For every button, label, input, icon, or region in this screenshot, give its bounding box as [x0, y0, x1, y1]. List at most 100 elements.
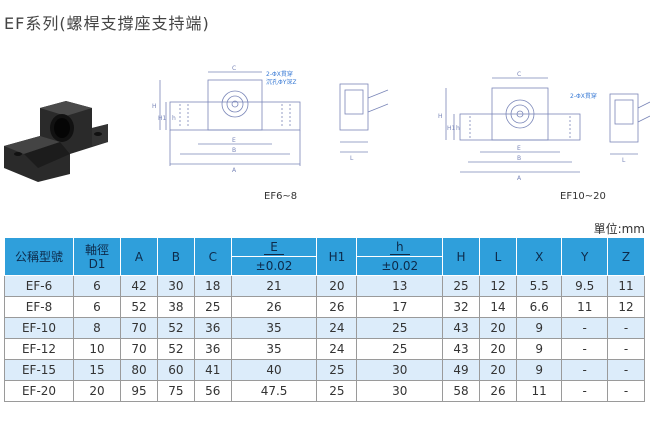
table-cell: - [561, 338, 608, 360]
table-cell: 25 [442, 275, 480, 297]
table-cell: 9.5 [561, 275, 608, 297]
table-cell: - [607, 359, 645, 381]
table-cell: 15 [73, 359, 121, 381]
table-cell: 21 [230, 275, 318, 297]
header-c: C [193, 237, 232, 276]
svg-text:L: L [350, 155, 354, 162]
table-cell: - [607, 317, 645, 339]
header-h1: H1 [316, 237, 358, 276]
table-cell: 38 [156, 296, 195, 318]
table-cell: EF-10 [4, 317, 74, 339]
table-cell: 36 [193, 317, 232, 339]
table-cell: 47.5 [230, 380, 318, 402]
table-cell: - [561, 380, 608, 402]
table-cell: 13 [356, 275, 444, 297]
svg-text:H: H [438, 113, 443, 120]
table-cell: 20 [479, 317, 517, 339]
table-cell: 42 [120, 275, 158, 297]
table-cell: 25 [316, 380, 358, 402]
table-cell: 25 [356, 317, 444, 339]
unit-label: 單位:mm [593, 222, 645, 236]
table-cell: 70 [120, 317, 158, 339]
table-cell: 11 [607, 275, 645, 297]
table-cell: 5.5 [515, 275, 563, 297]
header-h-small: h [356, 237, 444, 257]
header-e-tolerance: ±0.02 [230, 256, 318, 276]
table-cell: 30 [356, 359, 444, 381]
table-cell: 41 [193, 359, 232, 381]
svg-text:沉孔ΦY深Z: 沉孔ΦY深Z [266, 78, 297, 86]
table-cell: EF-12 [4, 338, 74, 360]
header-e: E [230, 237, 318, 257]
table-cell: 6 [73, 296, 121, 318]
table-cell: 35 [230, 338, 318, 360]
svg-text:B: B [517, 155, 521, 162]
table-cell: 8 [73, 317, 121, 339]
table-cell: 25 [316, 359, 358, 381]
table-cell: 52 [120, 296, 158, 318]
svg-text:h: h [172, 115, 176, 122]
table-cell: 26 [230, 296, 318, 318]
table-cell: 9 [515, 338, 563, 360]
table-cell: 70 [120, 338, 158, 360]
header-h-tolerance: ±0.02 [356, 256, 444, 276]
caption-ef10-20: EF10~20 [560, 191, 606, 202]
table-cell: 40 [230, 359, 318, 381]
svg-text:H1: H1 [158, 115, 167, 122]
table-cell: EF-6 [4, 275, 74, 297]
table-cell: 20 [479, 359, 517, 381]
header-a: A [120, 237, 158, 276]
svg-text:C: C [517, 71, 521, 78]
table-cell: 20 [479, 338, 517, 360]
table-cell: 95 [120, 380, 158, 402]
table-cell: EF-20 [4, 380, 74, 402]
svg-text:h: h [456, 125, 460, 132]
header-x: X [515, 237, 563, 276]
table-cell: 43 [442, 338, 480, 360]
svg-text:H1: H1 [447, 125, 456, 132]
svg-text:A: A [232, 167, 237, 174]
table-cell: EF-15 [4, 359, 74, 381]
table-cell: 6.6 [515, 296, 563, 318]
svg-text:A: A [517, 175, 522, 182]
table-cell: 75 [156, 380, 195, 402]
header-b: B [156, 237, 195, 276]
table-cell: 56 [193, 380, 232, 402]
table-cell: 32 [442, 296, 480, 318]
table-cell: 58 [442, 380, 480, 402]
table-cell: 26 [479, 380, 517, 402]
table-cell: 10 [73, 338, 121, 360]
spec-table: 公稱型號 軸徑 D1 A B C E H1 h H L X Y Z ±0.02 … [4, 237, 645, 402]
svg-text:E: E [232, 137, 236, 144]
table-cell: 80 [120, 359, 158, 381]
table-cell: 24 [316, 338, 358, 360]
svg-text:L: L [622, 157, 626, 164]
header-d1: 軸徑 D1 [73, 237, 121, 276]
table-cell: - [607, 380, 645, 402]
table-cell: 14 [479, 296, 517, 318]
table-cell: 24 [316, 317, 358, 339]
table-cell: 6 [73, 275, 121, 297]
table-cell: 43 [442, 317, 480, 339]
table-cell: 26 [316, 296, 358, 318]
table-cell: 52 [156, 338, 195, 360]
header-y: Y [561, 237, 608, 276]
svg-text:C: C [232, 65, 236, 72]
table-cell: 25 [193, 296, 232, 318]
drawing-ef6-8: C H H1 h E B A L 2-ΦX貫穿 沉孔ΦY深Z [152, 65, 389, 174]
header-z: Z [607, 237, 645, 276]
header-l: L [479, 237, 517, 276]
table-cell: 49 [442, 359, 480, 381]
table-cell: - [561, 317, 608, 339]
caption-ef6-8: EF6~8 [264, 191, 298, 202]
svg-text:B: B [232, 147, 236, 154]
table-cell: - [607, 338, 645, 360]
table-cell: 18 [193, 275, 232, 297]
table-cell: EF-8 [4, 296, 74, 318]
table-cell: 52 [156, 317, 195, 339]
table-cell: 25 [356, 338, 444, 360]
